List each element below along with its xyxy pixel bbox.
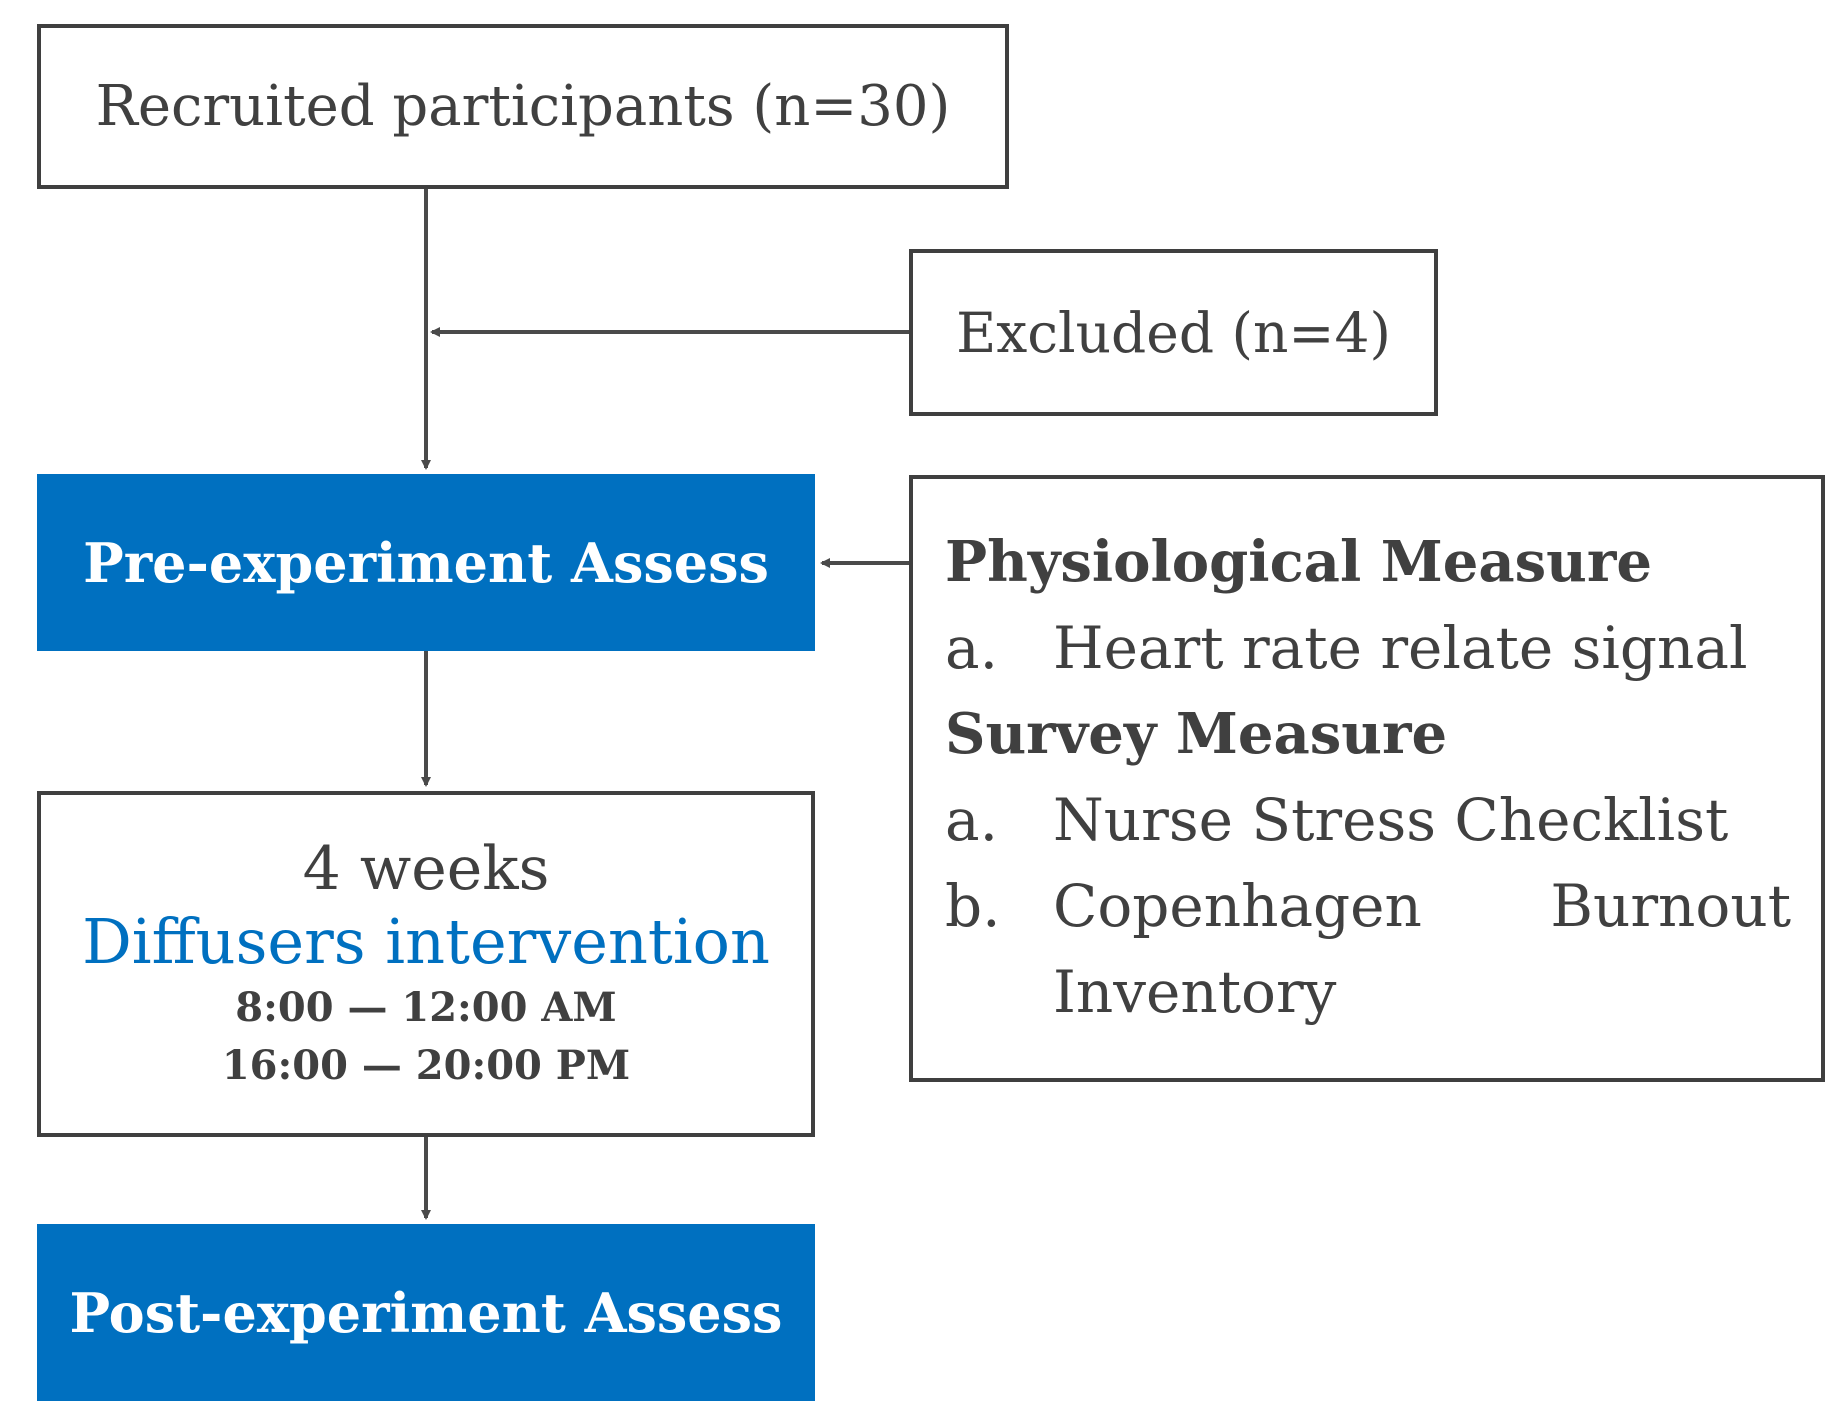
post-experiment-assess-box: Post-experiment Assess <box>37 1224 815 1401</box>
survey-item: a. Nurse Stress Checklist <box>945 777 1791 863</box>
list-marker: a. <box>945 786 999 854</box>
survey-item: Inventory <box>945 949 1791 1035</box>
excluded-box: Excluded (n=4) <box>909 249 1438 416</box>
list-item-text: Copenhagen Burnout <box>1053 872 1791 940</box>
intervention-box: 4 weeks Diffusers intervention 8:00 — 12… <box>37 791 815 1137</box>
pre-experiment-assess-label: Pre-experiment Assess <box>83 530 769 595</box>
post-experiment-assess-label: Post-experiment Assess <box>69 1280 783 1345</box>
list-marker <box>945 949 1053 1035</box>
recruited-participants-label: Recruited participants (n=30) <box>95 74 951 139</box>
list-item-text: Nurse Stress Checklist <box>1053 786 1729 854</box>
pre-experiment-assess-box: Pre-experiment Assess <box>37 474 815 651</box>
measures-box: Physiological Measure a. Heart rate rela… <box>909 475 1825 1082</box>
survey-measure-heading: Survey Measure <box>945 701 1448 767</box>
intervention-time-pm: 16:00 — 20:00 PM <box>221 1042 631 1090</box>
intervention-title: Diffusers intervention <box>82 904 770 978</box>
list-item-text: Inventory <box>1053 958 1337 1026</box>
intervention-time-am: 8:00 — 12:00 AM <box>235 984 617 1032</box>
physiological-item: a. Heart rate relate signal <box>945 605 1791 691</box>
list-marker: a. <box>945 614 999 682</box>
survey-item: b. Copenhagen Burnout <box>945 863 1791 949</box>
intervention-duration: 4 weeks <box>302 833 550 904</box>
list-marker: b. <box>945 872 1001 940</box>
physiological-measure-heading: Physiological Measure <box>945 529 1652 595</box>
list-item-text: Heart rate relate signal <box>1053 614 1748 682</box>
recruited-participants-box: Recruited participants (n=30) <box>37 24 1009 189</box>
excluded-label: Excluded (n=4) <box>956 300 1391 365</box>
